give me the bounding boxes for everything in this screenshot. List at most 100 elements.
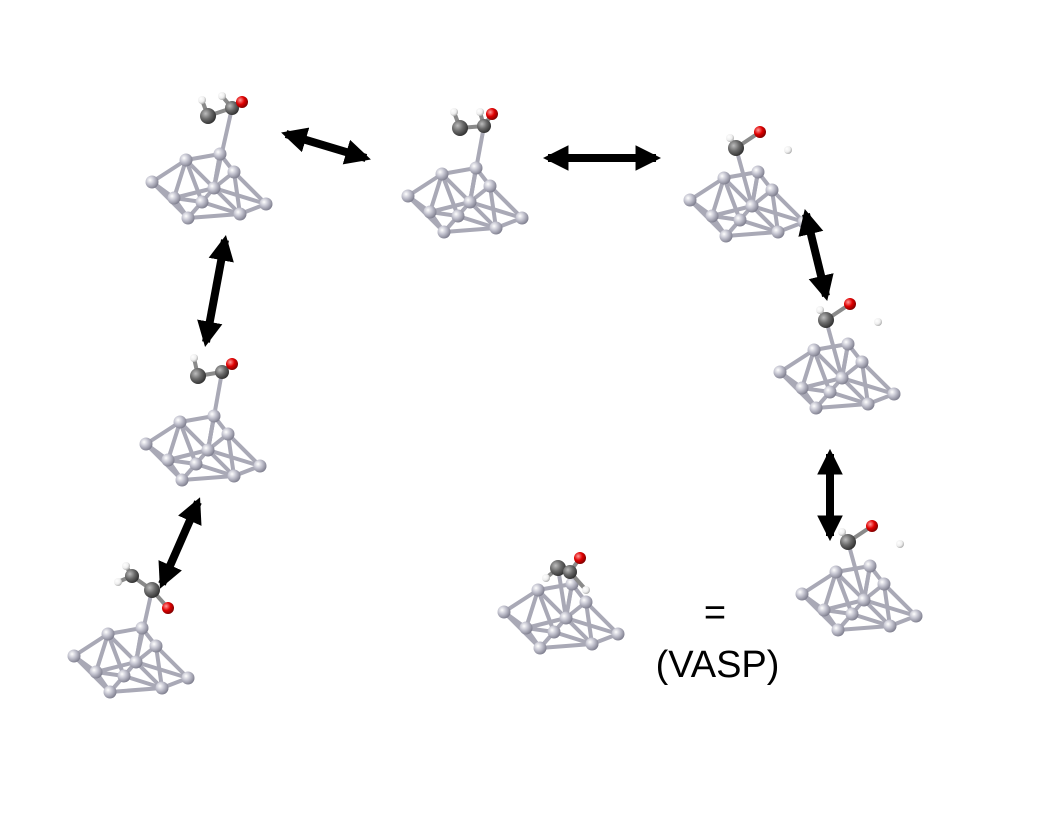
metal-bond (812, 348, 844, 380)
carbon-atom (125, 569, 139, 583)
metal-atom (181, 671, 195, 685)
metal-bond (524, 588, 540, 630)
metal-bond (144, 420, 182, 446)
structure-1 (145, 92, 273, 225)
metal-bond (750, 204, 806, 224)
metal-atom (139, 437, 153, 451)
metal-atom (717, 171, 731, 185)
metal-bond (122, 674, 164, 690)
hydrogen-atom (874, 318, 882, 326)
metal-atom (437, 225, 451, 239)
metal-bond (180, 474, 236, 482)
hydrogen-atom (896, 540, 904, 548)
surface-bond (556, 567, 568, 619)
metal-bond (108, 686, 164, 694)
metal-bond (862, 598, 918, 618)
metal-bond (232, 170, 268, 206)
oxygen-atom (754, 126, 766, 138)
metal-bond (212, 186, 268, 206)
metal-atom (469, 161, 483, 175)
metal-bond (428, 172, 444, 214)
metal-bond (94, 632, 110, 674)
metal-bond (584, 600, 594, 646)
metal-atom (155, 681, 169, 695)
metal-bond (488, 184, 524, 220)
surface-bond (212, 107, 234, 189)
metal-atom (733, 213, 747, 227)
metal-bond (456, 214, 498, 230)
metal-bond (72, 632, 110, 658)
oxygen-atom (486, 108, 498, 120)
oxygen-atom (226, 358, 238, 370)
metal-atom (117, 669, 131, 683)
carbon-atom (190, 368, 206, 384)
metal-atom (855, 355, 869, 369)
metal-bond (552, 630, 594, 646)
metal-bond (172, 158, 188, 200)
metal-atom (497, 605, 511, 619)
structure-7 (497, 552, 625, 655)
metal-atom (195, 195, 209, 209)
metal-atom (823, 385, 837, 399)
metal-atom (883, 619, 897, 633)
metal-bond (200, 200, 242, 216)
metal-atom (451, 209, 465, 223)
oxygen-atom (844, 298, 856, 310)
metal-bond (882, 582, 918, 618)
metal-bond (226, 432, 262, 468)
equilibrium-arrow (281, 127, 371, 165)
metal-atom (149, 639, 163, 653)
metal-bond (860, 360, 896, 396)
structure-8 (795, 520, 923, 637)
structure-6 (67, 562, 195, 699)
carbon-atom (215, 365, 229, 379)
metal-bond (850, 612, 892, 628)
metal-atom (611, 627, 625, 641)
metal-atom (533, 641, 547, 655)
metal-bond (800, 570, 838, 596)
metal-atom (213, 147, 227, 161)
hydrogen-atom (122, 562, 130, 570)
metal-bond (722, 176, 754, 208)
metal-bond (94, 660, 138, 674)
metal-bond (206, 448, 262, 468)
metal-bond (226, 432, 236, 478)
metal-atom (807, 343, 821, 357)
metal-bond (184, 158, 216, 190)
metal-atom (877, 577, 891, 591)
hydrogen-atom (114, 578, 122, 586)
metal-atom (175, 473, 189, 487)
metal-atom (809, 401, 823, 415)
carbon-atom (840, 534, 856, 550)
carbon-atom (200, 108, 216, 124)
method-label: (VASP) (655, 644, 780, 686)
metal-atom (841, 337, 855, 351)
metal-atom (857, 593, 871, 607)
metal-bond (186, 212, 242, 220)
metal-atom (179, 153, 193, 167)
hydrogen-atom (726, 134, 734, 142)
metal-bond (778, 348, 816, 374)
surface-bond (824, 319, 844, 379)
hydrogen-atom (542, 574, 550, 582)
metal-atom (435, 167, 449, 181)
metal-bond (834, 570, 866, 602)
carbon-atom (144, 582, 160, 598)
metal-bond (800, 348, 816, 390)
metal-bond (724, 230, 780, 238)
carbon-atom (452, 120, 468, 136)
surface-bond (846, 541, 866, 601)
hydrogen-atom (582, 586, 590, 594)
metal-atom (835, 371, 849, 385)
metal-bond (812, 348, 832, 394)
metal-bond (406, 172, 444, 198)
metal-atom (515, 211, 529, 225)
metal-atom (861, 397, 875, 411)
metal-atom (773, 365, 787, 379)
metal-bond (834, 570, 854, 616)
metal-atom (167, 191, 181, 205)
metal-bond (154, 644, 164, 690)
oxygen-atom (574, 552, 586, 564)
metal-bond (860, 360, 870, 406)
